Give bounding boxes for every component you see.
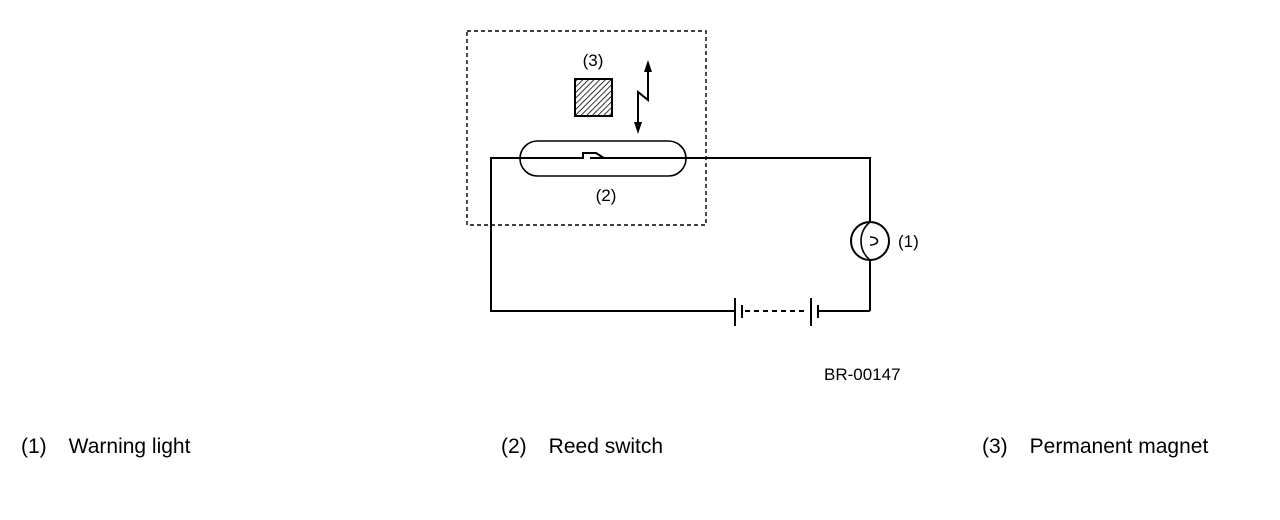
legend-label: Permanent magnet: [1029, 435, 1209, 458]
legend-item-warning-light: (1) Warning light: [21, 433, 190, 461]
figure-id: BR-00147: [824, 365, 901, 384]
legend-number: (3): [982, 435, 1008, 458]
legend-label: Warning light: [68, 435, 191, 458]
legend-label: Reed switch: [548, 435, 664, 458]
circuit-wiring: [490, 157, 871, 312]
legend-number: (2): [501, 435, 527, 458]
permanent-magnet: [574, 78, 613, 117]
reed-switch-circuit-diagram: (3) (2) (1) BR-00147: [466, 30, 919, 384]
magnet-movement-arrow: [634, 60, 652, 134]
legend-item-permanent-magnet: (3) Permanent magnet: [982, 433, 1208, 461]
reed-switch-contacts: [491, 152, 700, 159]
magnet-number-label: (3): [583, 51, 604, 70]
battery: [734, 298, 819, 326]
reed-switch-number-label: (2): [596, 186, 617, 205]
sensor-housing-boundary: [466, 30, 707, 226]
warning-light-number-label: (1): [898, 232, 919, 251]
legend-number: (1): [21, 435, 47, 458]
legend-item-reed-switch: (2) Reed switch: [501, 433, 663, 461]
warning-light: [850, 221, 890, 261]
